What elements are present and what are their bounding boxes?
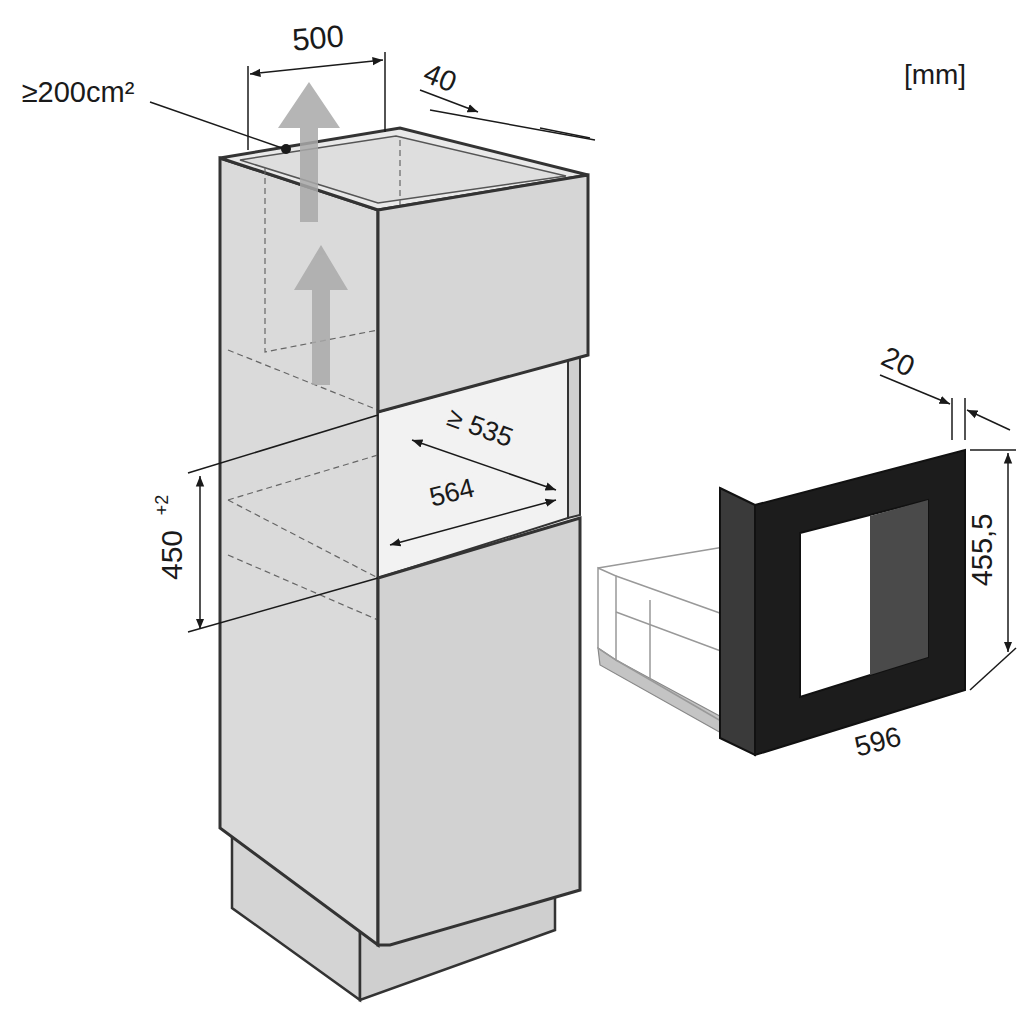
dimension-label: 596 bbox=[849, 721, 908, 764]
frame-front bbox=[755, 450, 965, 755]
dimension-label: ≥ 535 bbox=[441, 402, 520, 454]
dimension-label: 455,5 bbox=[967, 511, 998, 590]
dimension-label: [mm] bbox=[901, 60, 969, 90]
dimension-label: 564 bbox=[424, 473, 481, 513]
dimension-lines bbox=[150, 52, 1016, 690]
dimension-label: +2 bbox=[152, 492, 172, 519]
dimension-label: 20 bbox=[874, 340, 922, 384]
side-panel bbox=[220, 158, 378, 945]
upper-front bbox=[378, 175, 588, 412]
frame-inner-side bbox=[870, 500, 928, 675]
vent-dot bbox=[281, 144, 291, 154]
dimension-label: 450 bbox=[156, 527, 188, 583]
door bbox=[378, 518, 580, 945]
frame-side bbox=[720, 488, 755, 755]
dimension-label: 40 bbox=[416, 56, 463, 99]
airflow-arrow bbox=[278, 82, 348, 385]
niche-side bbox=[568, 357, 580, 518]
dimension-label: ≥200cm² bbox=[19, 77, 138, 108]
dimension-label: 500 bbox=[288, 19, 348, 57]
